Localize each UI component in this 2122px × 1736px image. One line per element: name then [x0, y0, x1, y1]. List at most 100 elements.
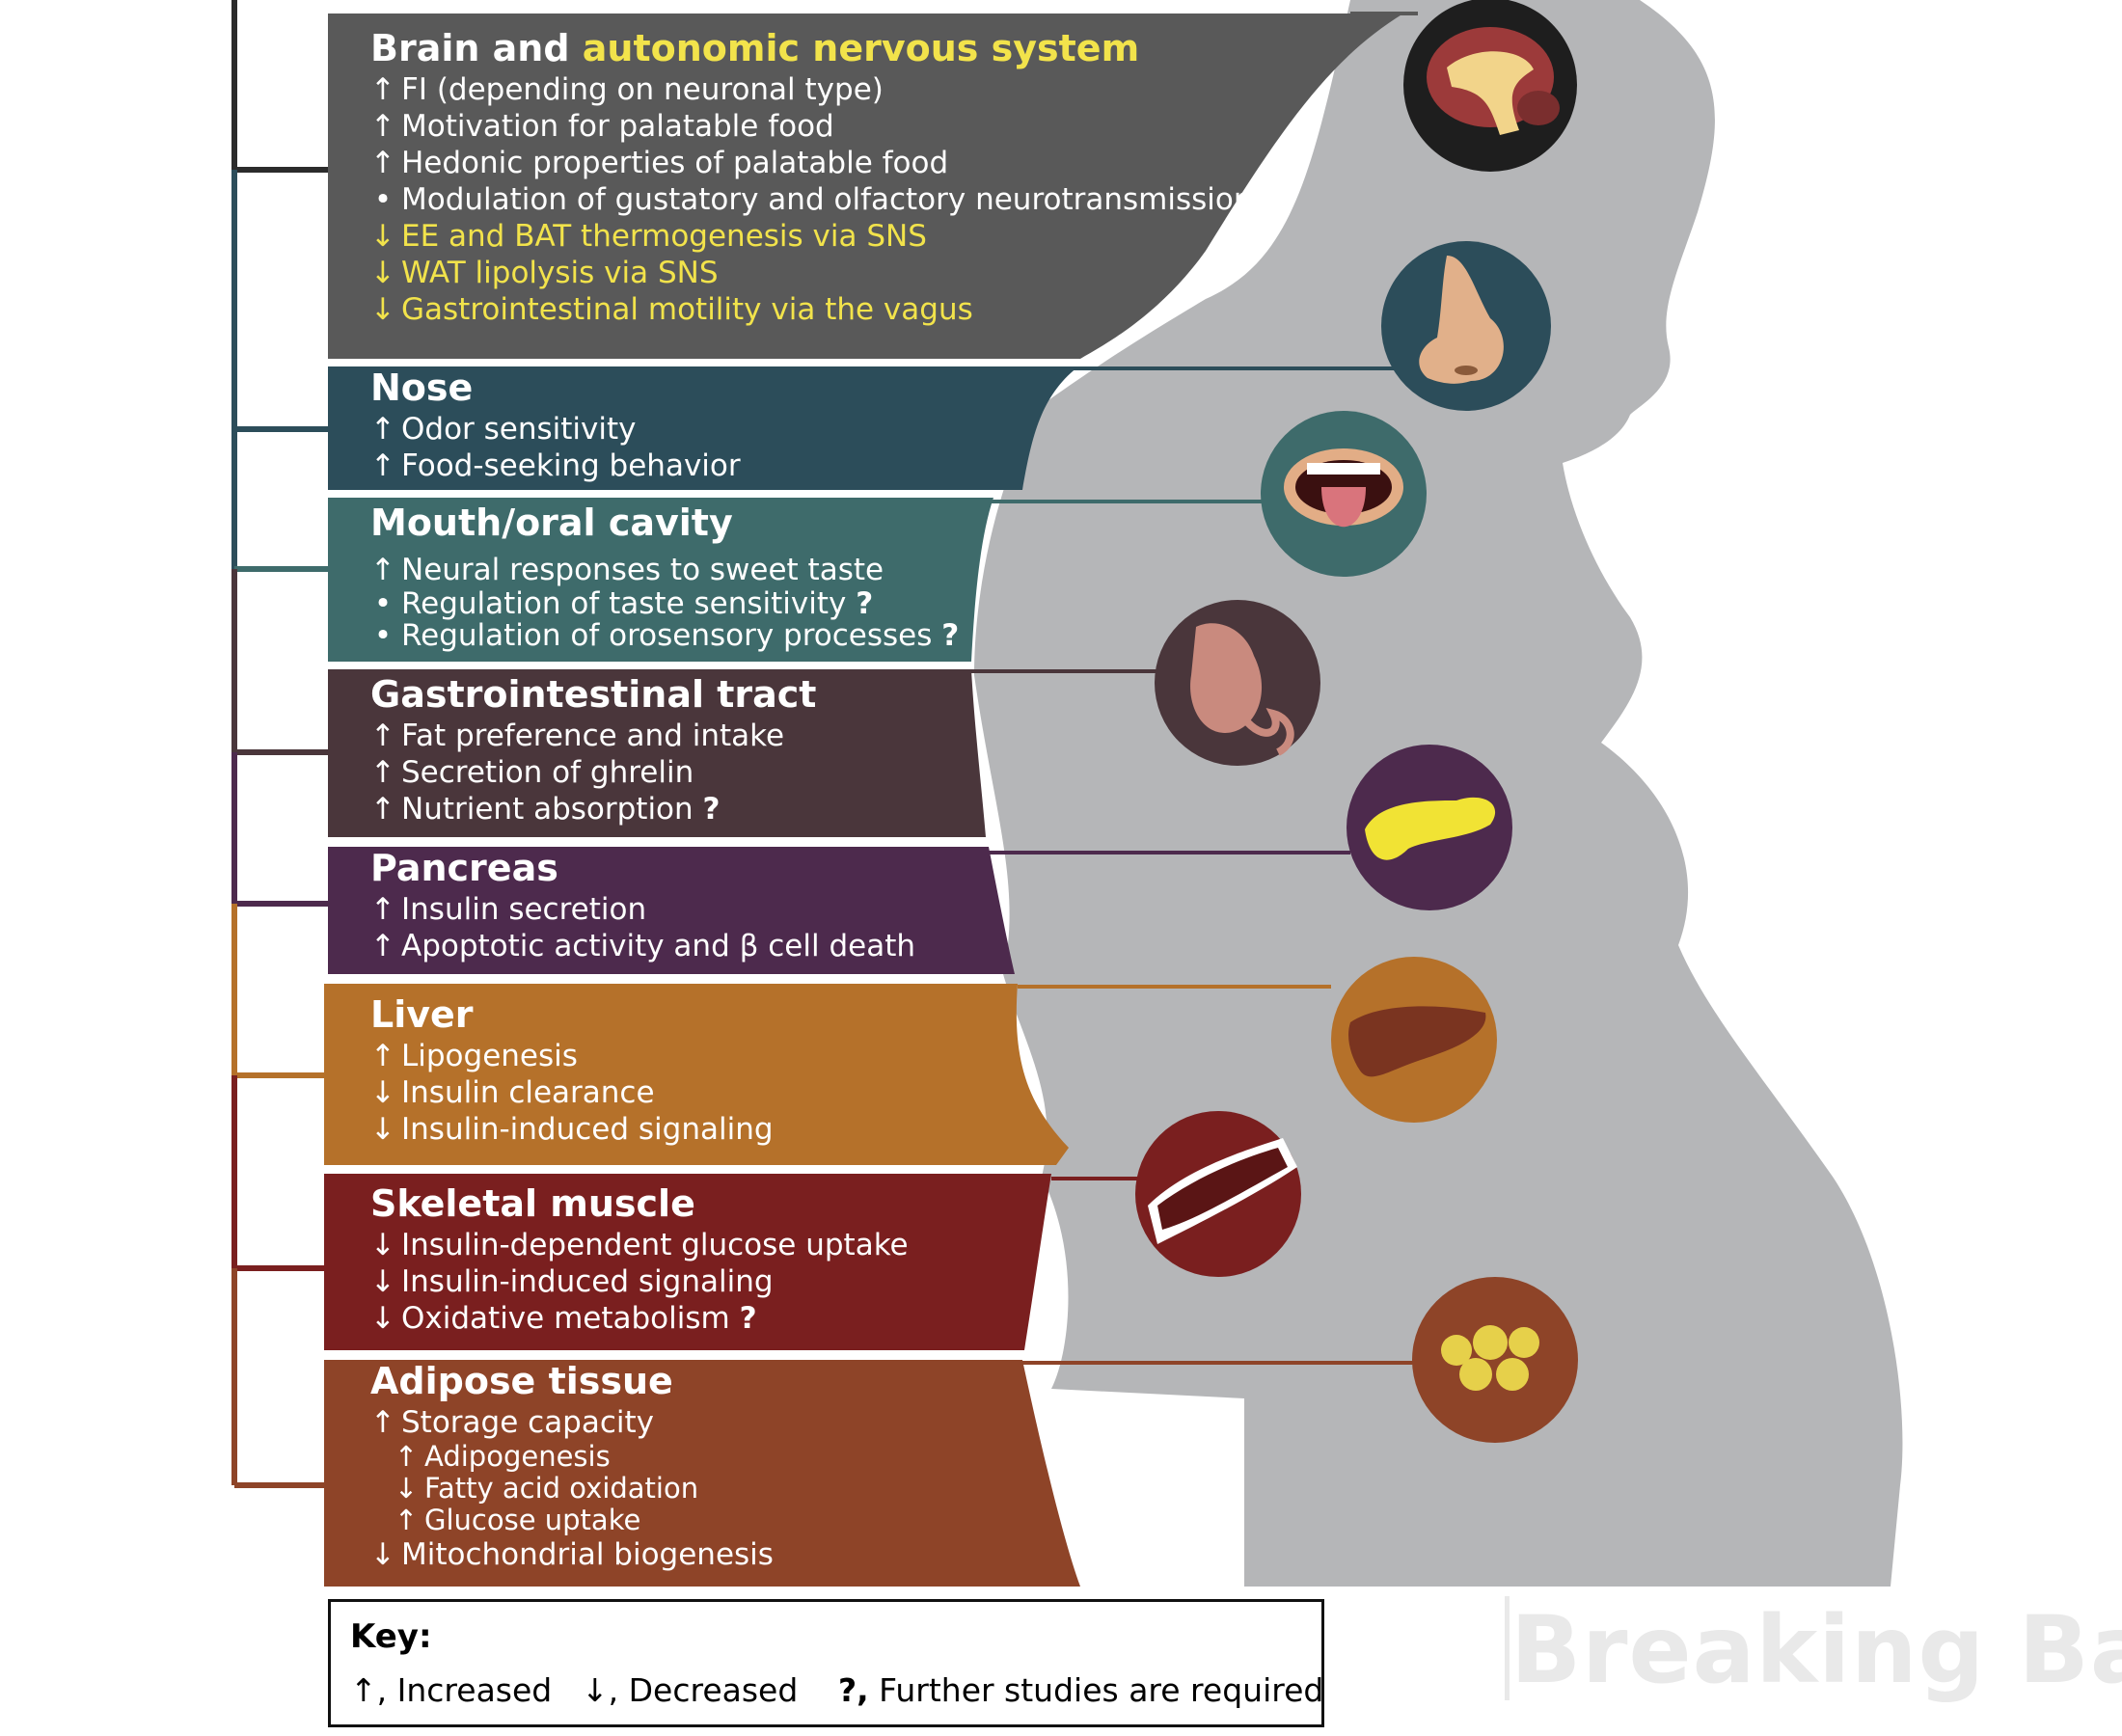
arrow-down-icon: ↓ — [394, 1472, 419, 1505]
list-item: ↑Neural responses to sweet taste — [370, 552, 959, 588]
list-item: ↓Insulin-induced signaling — [370, 1111, 774, 1148]
watermark-text: Breaking Bad — [1510, 1596, 2122, 1704]
panel-liver: Liver ↑Lipogenesis ↓Insulin clearance ↓I… — [324, 991, 774, 1148]
panel-adipose: Adipose tissue ↑Storage capacity ↑Adipog… — [324, 1358, 774, 1573]
key-further-studies: ?, Further studies are required — [838, 1671, 1323, 1709]
panel-brain: Brain and autonomic nervous system ↑FI (… — [324, 25, 1253, 328]
muscle-icon — [1135, 1111, 1301, 1277]
item-text: Apoptotic activity and β cell death — [401, 929, 915, 963]
list-item: ↑FI (depending on neuronal type) — [370, 71, 1253, 108]
arrow-up-icon: ↑ — [394, 1440, 419, 1473]
list-item: ↑Insulin secretion — [370, 891, 915, 928]
item-text: Regulation of taste sensitivity — [401, 586, 847, 621]
list-item: ↑Hedonic properties of palatable food — [370, 145, 1253, 181]
panel-mouth: Mouth/oral cavity ↑Neural responses to s… — [324, 500, 959, 652]
item-text: Motivation for palatable food — [401, 109, 834, 144]
item-text: Insulin-dependent glucose uptake — [401, 1228, 909, 1262]
panel-backgrounds — [324, 14, 1403, 1587]
list-item: ↑Secretion of ghrelin — [370, 754, 816, 791]
panel-title: Skeletal muscle — [370, 1182, 695, 1225]
item-text: Gastrointestinal motility via the vagus — [401, 292, 973, 327]
arrow-up-icon: ↑ — [370, 1039, 395, 1073]
arrow-down-icon: ↓ — [370, 1112, 395, 1147]
liver-panel-bg — [324, 984, 1069, 1165]
pancreas-icon — [1347, 745, 1512, 910]
list-item: ↓Oxidative metabolism ? — [370, 1300, 909, 1337]
list-item: ↓Gastrointestinal motility via the vagus — [370, 291, 1253, 328]
item-text: Insulin-induced signaling — [401, 1112, 774, 1147]
question-mark-icon: ? — [856, 586, 874, 621]
arrow-up-icon: ↑ — [394, 1504, 419, 1536]
item-text: WAT lipolysis via SNS — [401, 256, 719, 290]
item-text: Insulin clearance — [401, 1075, 655, 1110]
arrow-down-icon: ↓ — [370, 1264, 395, 1299]
panel-title: Mouth/oral cavity — [370, 502, 733, 544]
item-text: FI (depending on neuronal type) — [401, 72, 884, 107]
question-mark-icon: ? — [702, 792, 721, 827]
panel-title: Nose — [370, 366, 474, 409]
list-item: ↓Insulin-dependent glucose uptake — [370, 1227, 909, 1263]
panel-nose: Nose ↑Odor sensitivity ↑Food-seeking beh… — [324, 365, 741, 484]
item-text: Secretion of ghrelin — [401, 755, 694, 790]
arrow-down-icon: ↓ — [370, 1537, 395, 1572]
arrow-up-icon: ↑ — [370, 892, 395, 927]
fat-cells-icon — [1412, 1277, 1578, 1443]
arrow-down-icon: ↓ — [582, 1671, 609, 1709]
pancreas-panel-bg — [328, 847, 1015, 974]
panel-title: Liver — [370, 993, 474, 1036]
panel-title: Adipose tissue — [370, 1360, 673, 1402]
arrow-down-icon: ↓ — [370, 219, 395, 254]
title-highlight: autonomic nervous system — [582, 27, 1140, 69]
liver-icon — [1331, 957, 1497, 1123]
nose-panel-bg — [328, 366, 1078, 490]
key-increased-label: , Increased — [376, 1671, 553, 1709]
arrow-down-icon: ↓ — [370, 256, 395, 290]
arrow-up-icon: ↑ — [370, 553, 395, 587]
list-item: ↑Lipogenesis — [370, 1038, 774, 1074]
list-item: •Modulation of gustatory and olfactory n… — [370, 181, 1253, 218]
list-item: ↓EE and BAT thermogenesis via SNS — [370, 218, 1253, 255]
arrow-down-icon: ↓ — [370, 1075, 395, 1110]
arrow-up-icon: ↑ — [370, 448, 395, 483]
mouth-panel-bg — [328, 498, 993, 662]
list-item: ↑Apoptotic activity and β cell death — [370, 928, 915, 964]
gi-panel-bg — [328, 669, 986, 837]
item-text: Oxidative metabolism — [401, 1301, 730, 1336]
arrow-down-icon: ↓ — [370, 292, 395, 327]
item-text: Modulation of gustatory and olfactory ne… — [401, 182, 1253, 217]
category-bracket — [231, 0, 328, 1488]
connector-lines — [969, 12, 1418, 1365]
list-item: ↑Adipogenesis — [370, 1441, 774, 1473]
question-mark-icon: ?, — [838, 1671, 869, 1709]
key-title: Key: — [350, 1617, 432, 1656]
arrow-up-icon: ↑ — [370, 755, 395, 790]
key-legend: Key: ↑, Increased ↓, Decreased ?, Furthe… — [328, 1599, 1324, 1727]
bullet-icon: • — [373, 618, 393, 653]
list-item: ↑Storage capacity — [370, 1404, 774, 1441]
item-text: Odor sensitivity — [401, 412, 637, 447]
nose-icon — [1381, 241, 1551, 411]
list-item: ↑Food-seeking behavior — [370, 448, 741, 484]
panel-title: Brain and autonomic nervous system — [370, 25, 1253, 71]
key-increased: ↑, Increased — [350, 1671, 552, 1709]
list-item: ↓Insulin clearance — [370, 1074, 774, 1111]
arrow-up-icon: ↑ — [370, 719, 395, 753]
watermark-divider — [1505, 1596, 1510, 1700]
arrow-up-icon: ↑ — [370, 109, 395, 144]
list-item: ↑Nutrient absorption ? — [370, 791, 816, 827]
item-text: Glucose uptake — [424, 1504, 641, 1536]
item-text: Fatty acid oxidation — [424, 1472, 699, 1505]
arrow-up-icon: ↑ — [370, 1405, 395, 1440]
arrow-down-icon: ↓ — [370, 1228, 395, 1262]
bullet-icon: • — [373, 182, 393, 217]
item-text: Storage capacity — [401, 1405, 655, 1440]
list-item: ↑Glucose uptake — [370, 1505, 774, 1536]
list-item: ↑Odor sensitivity — [370, 411, 741, 448]
arrow-up-icon: ↑ — [370, 929, 395, 963]
panel-title: Gastrointestinal tract — [370, 673, 817, 716]
item-text: Regulation of orosensory processes — [401, 618, 933, 653]
list-item: ↑Motivation for palatable food — [370, 108, 1253, 145]
arrow-up-icon: ↑ — [370, 72, 395, 107]
